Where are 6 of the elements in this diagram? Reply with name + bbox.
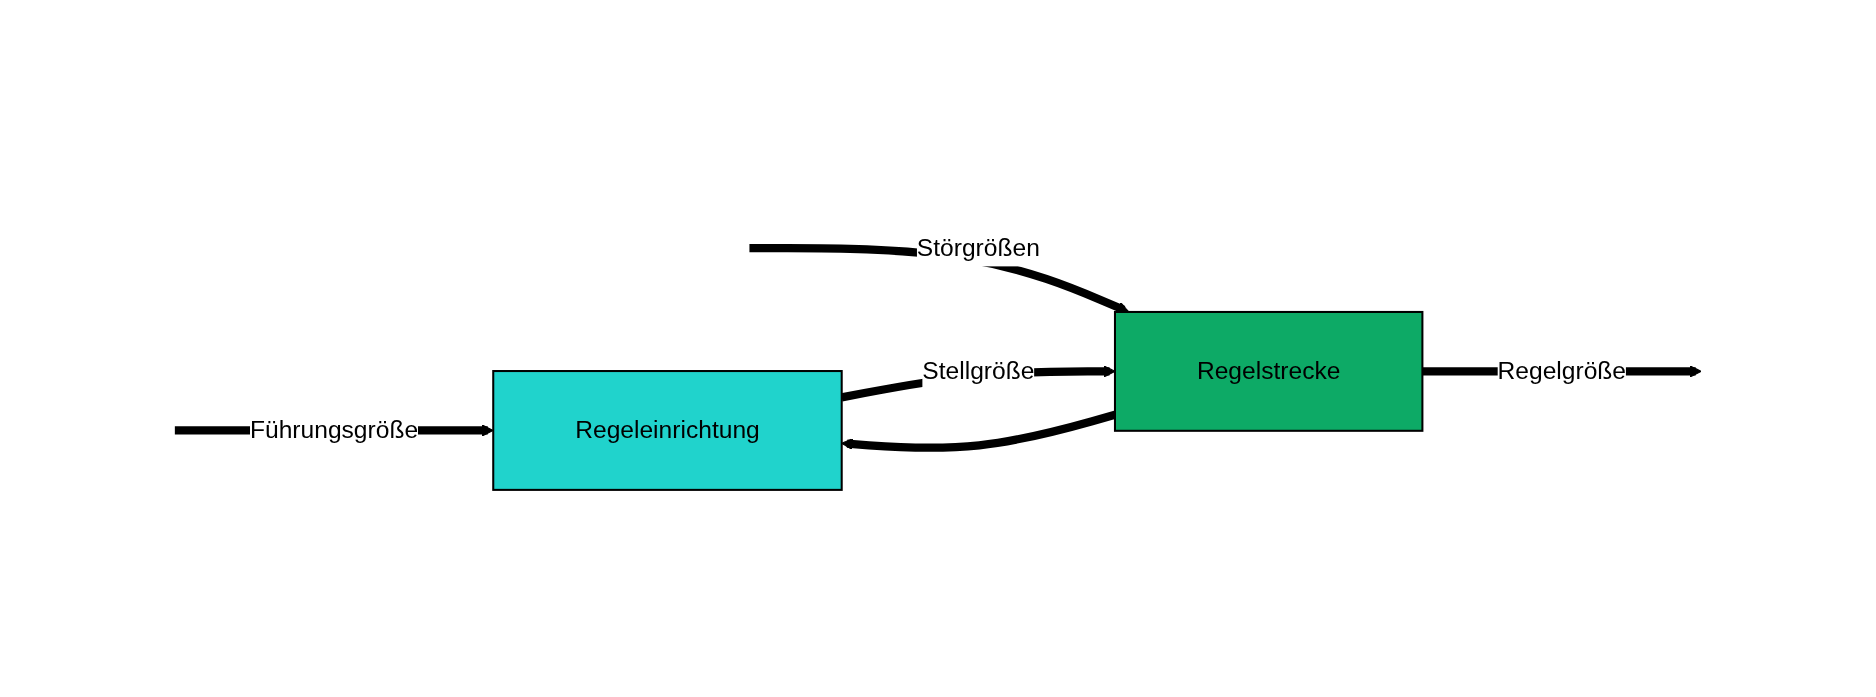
node-box: Regeleinrichtung xyxy=(492,370,843,491)
edge-label: Regelgröße xyxy=(1497,357,1627,385)
edge-label: Führungsgröße xyxy=(249,416,419,444)
edge-label: Stellgröße xyxy=(922,357,1035,385)
node-box: Regelstrecke xyxy=(1113,310,1424,432)
edge-label: Störgrößen xyxy=(916,233,1040,262)
